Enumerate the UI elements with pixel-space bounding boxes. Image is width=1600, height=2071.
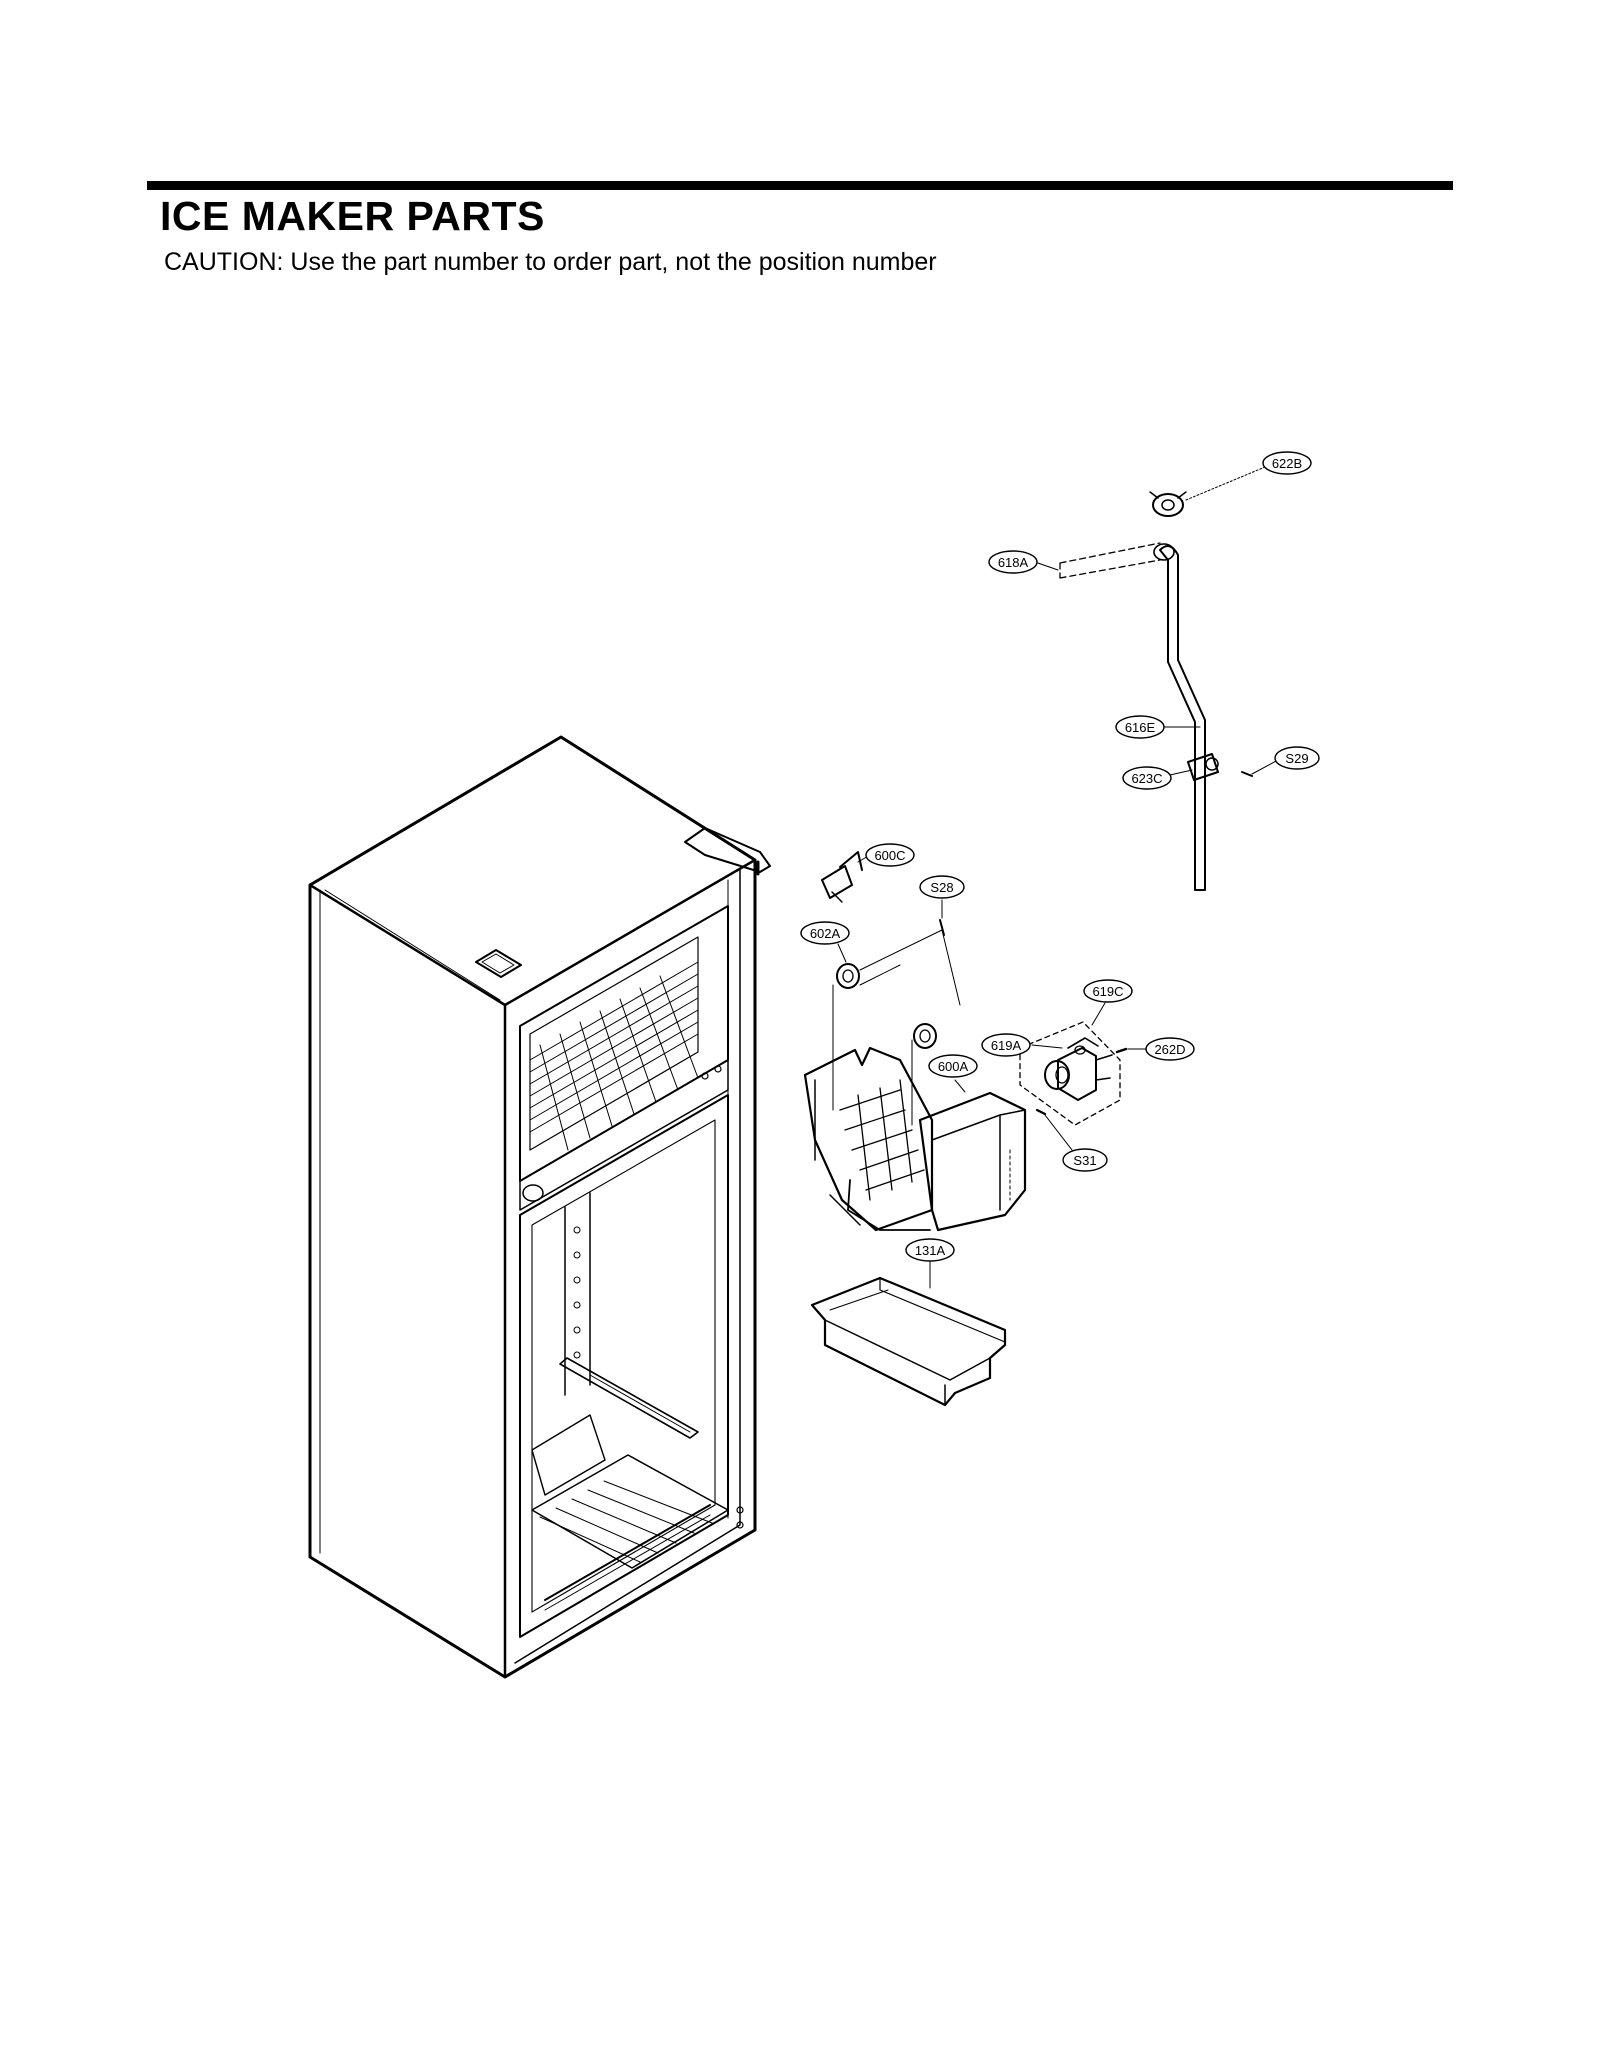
callout-602A-label: 602A [810, 926, 841, 941]
freezer-back [529, 936, 699, 1151]
screw-leaders [859, 929, 961, 1006]
refrigerator-cabinet [308, 735, 771, 1679]
callout-602A: 602A [800, 921, 850, 945]
callout-616E: 616E [1115, 715, 1165, 739]
leader-S31 [1044, 1114, 1073, 1151]
callout-618A: 618A [988, 550, 1038, 574]
leader-623C [1169, 769, 1193, 776]
callout-S28: S28 [919, 875, 965, 899]
screw-262D [1115, 1047, 1128, 1054]
part-602A-grommet-1 [836, 963, 860, 989]
callout-600A: 600A [928, 1054, 978, 1078]
leader-600A [954, 1079, 966, 1093]
drip-tray [544, 1504, 711, 1601]
control-housing [918, 1091, 1027, 1232]
fresh-food-inner [531, 1119, 716, 1613]
cabinet-side-panel [319, 889, 501, 1554]
part-600A-ice-maker [803, 1046, 1027, 1232]
leader-619A [1031, 1044, 1063, 1049]
part-619A-valve [1044, 1037, 1113, 1101]
callout-622B: 622B [1262, 451, 1312, 475]
crisper-floor [531, 1454, 729, 1569]
callout-619C-label: 619C [1092, 984, 1123, 999]
front-frame-outer [514, 869, 741, 1664]
rail-holes [573, 1226, 581, 1359]
callout-131A: 131A [905, 1238, 955, 1262]
leader-618A [1034, 561, 1059, 571]
callout-616E-label: 616E [1125, 720, 1156, 735]
cabinet-outline [308, 735, 757, 1679]
header-rule [147, 181, 1453, 190]
shelf-rail [564, 1192, 591, 1396]
freezer-opening [519, 905, 729, 1182]
caution-text: CAUTION: Use the part number to order pa… [164, 248, 937, 276]
top-vent-inner [481, 953, 515, 974]
leader-619C [1091, 1002, 1106, 1026]
callout-623C: 623C [1122, 766, 1172, 790]
part-602A-grommet-2 [913, 1023, 937, 1049]
screw-S28 [939, 919, 945, 936]
callout-S29: S29 [1274, 746, 1320, 770]
callout-600C: 600C [865, 843, 915, 867]
callout-S31: S31 [1062, 1148, 1108, 1172]
page-title: ICE MAKER PARTS [160, 193, 545, 239]
callout-600A-label: 600A [938, 1059, 969, 1074]
callout-600C-label: 600C [874, 848, 905, 863]
leader-S29 [1251, 759, 1279, 775]
screw-S31 [1035, 1108, 1047, 1116]
callout-S29-label: S29 [1285, 751, 1308, 766]
part-622B-nut [1149, 491, 1187, 517]
fresh-food-opening [519, 1094, 729, 1638]
freezer-shelf-wires [529, 961, 699, 1151]
callout-619C: 619C [1083, 979, 1133, 1003]
part-600C-bracket [821, 851, 863, 903]
top-vent [475, 949, 522, 978]
ice-mold-cups [839, 1079, 925, 1201]
callout-618A-label: 618A [998, 555, 1029, 570]
callout-623C-label: 623C [1131, 771, 1162, 786]
leader-622B [1185, 466, 1266, 501]
mullion-light [522, 1184, 544, 1202]
glass-shelf [559, 1357, 699, 1439]
leader-602A [837, 943, 847, 963]
cabinet-top-edge [308, 858, 757, 1007]
divider-mullion [519, 1059, 729, 1211]
part-616E-tube [1159, 545, 1206, 891]
part-131A-ice-bin [810, 1276, 1007, 1407]
water-valve-assembly [1019, 1002, 1147, 1151]
callout-262D-label: 262D [1154, 1042, 1185, 1057]
callout-619A: 619A [981, 1033, 1031, 1057]
top-hinge [684, 827, 771, 873]
part-623C-clamp [1187, 753, 1219, 781]
callout-S28-label: S28 [930, 880, 953, 895]
callout-262D: 262D [1145, 1037, 1195, 1061]
water-tube-assembly [1034, 466, 1279, 891]
feeler-arm [847, 1179, 931, 1231]
callout-619A-label: 619A [991, 1038, 1022, 1053]
screw-S29 [1241, 771, 1253, 777]
ice-maker-assembly [803, 851, 1027, 1407]
part-619C-dashed-outline [1019, 1021, 1121, 1126]
callout-131A-label: 131A [915, 1243, 946, 1258]
crisper-cover [531, 1414, 606, 1496]
callout-S31-label: S31 [1073, 1153, 1096, 1168]
part-618A-sleeve [1059, 542, 1161, 579]
callout-622B-label: 622B [1272, 456, 1302, 471]
